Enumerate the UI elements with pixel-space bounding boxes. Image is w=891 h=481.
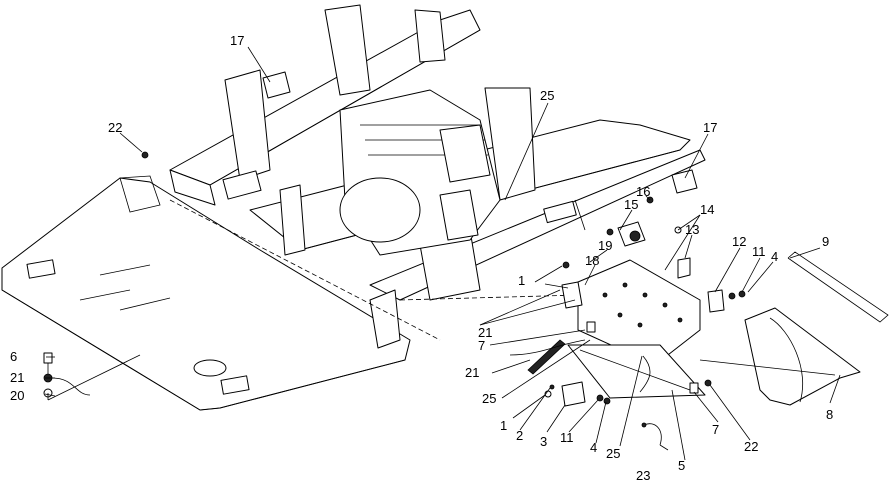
callout-19: 19	[598, 238, 612, 253]
callout-2: 2	[516, 428, 523, 443]
callout-11-lower: 11	[560, 430, 574, 445]
callout-25-lower: 25	[606, 446, 620, 461]
callout-22-left: 22	[108, 120, 122, 135]
callout-11-right: 11	[752, 244, 766, 259]
callout-20: 20	[10, 388, 24, 403]
electrical-components	[262, 71, 889, 451]
callout-15: 15	[624, 197, 638, 212]
callout-17-right: 17	[703, 120, 717, 135]
callout-6: 6	[10, 349, 17, 364]
callout-4-right: 4	[771, 249, 778, 264]
callout-25-left: 25	[482, 391, 496, 406]
callout-4-lower: 4	[590, 440, 597, 455]
callout-12: 12	[732, 234, 746, 249]
callout-1-upper: 1	[518, 273, 525, 288]
frame-assembly	[1, 4, 706, 411]
callout-9: 9	[822, 234, 829, 249]
callout-1-lower: 1	[500, 418, 507, 433]
callout-5: 5	[678, 458, 685, 473]
callout-25-top: 25	[540, 88, 554, 103]
callout-14: 14	[700, 202, 714, 217]
callout-labels: 17 25 22 17 16 15 14 13 12 11 4 9 19 18 …	[10, 33, 833, 481]
callout-21-middle: 21	[465, 365, 479, 380]
callout-13: 13	[685, 222, 699, 237]
callout-8: 8	[826, 407, 833, 422]
leader-lines	[44, 46, 841, 461]
callout-3: 3	[540, 434, 547, 449]
callout-16: 16	[636, 184, 650, 199]
callout-7-left: 7	[478, 338, 485, 353]
callout-21-upper: 21	[478, 325, 492, 340]
callout-22-right: 22	[744, 439, 758, 454]
callout-18: 18	[585, 253, 599, 268]
callout-17-top: 17	[230, 33, 244, 48]
callout-21-left: 21	[10, 370, 24, 385]
callout-23: 23	[636, 468, 650, 481]
callout-7-right: 7	[712, 422, 719, 437]
